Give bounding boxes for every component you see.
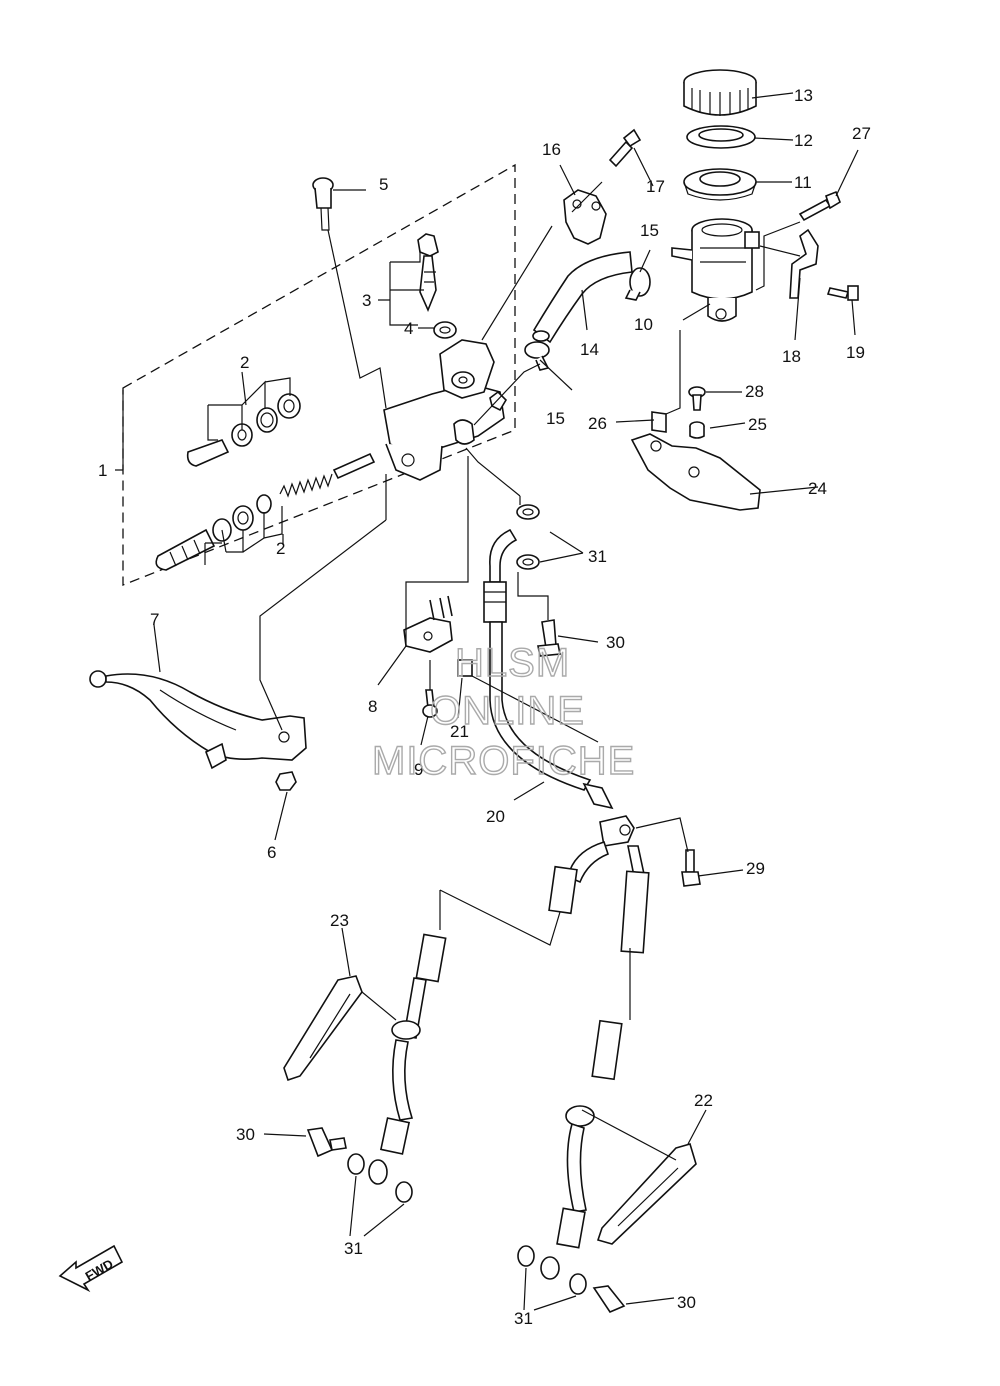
- callout-15-lower: 15: [546, 409, 565, 428]
- callout-29: 29: [746, 859, 765, 878]
- reservoir-stay[interactable]: [630, 433, 761, 511]
- callout-23: 23: [330, 911, 349, 930]
- callout-5: 5: [379, 175, 388, 194]
- callout-30-right: 30: [677, 1293, 696, 1312]
- callout-6: 6: [267, 843, 276, 862]
- bolt-29[interactable]: [681, 849, 701, 887]
- hose-holder[interactable]: [563, 189, 607, 245]
- brake-hose-left[interactable]: [368, 841, 609, 1185]
- brake-hose-right[interactable]: [540, 845, 650, 1280]
- piston-assembly[interactable]: [155, 528, 216, 571]
- collar-25[interactable]: [689, 421, 705, 439]
- union-bolt-lower-left[interactable]: [306, 1127, 347, 1158]
- callout-24: 24: [808, 479, 827, 498]
- watermark-line-3: MICROFICHE: [372, 739, 635, 783]
- hose-bracket-left[interactable]: [283, 975, 363, 1082]
- callout-4: 4: [404, 319, 413, 338]
- callout-14: 14: [580, 340, 599, 359]
- callout-labels: 1 2 2 3 4 5 6 7 8 9 10 11 12 13 14 15 15…: [98, 86, 871, 1328]
- watermark-line-2: ONLINE: [430, 689, 585, 733]
- seal-ring[interactable]: [256, 407, 278, 433]
- crush-washer-lower-right-a[interactable]: [517, 1245, 535, 1267]
- callout-19: 19: [846, 343, 865, 362]
- union-bolt-upper[interactable]: [537, 619, 561, 657]
- callout-12: 12: [794, 131, 813, 150]
- bolt-5[interactable]: [312, 177, 334, 231]
- callout-20: 20: [486, 807, 505, 826]
- callout-31-upper: 31: [588, 547, 607, 566]
- master-cylinder-body[interactable]: [383, 339, 508, 481]
- crush-washer-upper-b[interactable]: [516, 554, 540, 570]
- callout-9: 9: [414, 760, 423, 779]
- bolt-19[interactable]: [826, 285, 859, 301]
- spring-seat[interactable]: [256, 494, 272, 514]
- crush-washer-lower-left-a[interactable]: [347, 1153, 365, 1175]
- watermark-line-1: HLSM: [455, 641, 570, 685]
- callout-21: 21: [450, 722, 469, 741]
- screw-17[interactable]: [608, 128, 642, 168]
- secondary-cup[interactable]: [277, 393, 301, 419]
- callout-1: 1: [98, 461, 107, 480]
- reservoir-tank[interactable]: [671, 218, 760, 322]
- callout-3: 3: [362, 291, 371, 310]
- forward-arrow-icon: FWD: [58, 1244, 124, 1293]
- brake-lever[interactable]: [89, 670, 307, 770]
- crush-washer-lower-left-b[interactable]: [395, 1181, 413, 1203]
- watermark: HLSM ONLINE MICROFICHE: [371, 640, 635, 783]
- hose-clamp-upper[interactable]: [624, 267, 651, 301]
- callout-13: 13: [794, 86, 813, 105]
- crush-washer-upper-a[interactable]: [516, 504, 540, 520]
- callout-26: 26: [588, 414, 607, 433]
- callout-8: 8: [368, 697, 377, 716]
- callout-2-upper: 2: [240, 353, 249, 372]
- bolt-27[interactable]: [798, 190, 841, 222]
- callout-18: 18: [782, 347, 801, 366]
- diaphragm[interactable]: [683, 168, 757, 201]
- reservoir-cap[interactable]: [683, 69, 757, 116]
- callout-31-left: 31: [344, 1239, 363, 1258]
- callout-15-upper: 15: [640, 221, 659, 240]
- callout-27: 27: [852, 124, 871, 143]
- brake-hose-upper[interactable]: [483, 528, 614, 810]
- callout-30-left: 30: [236, 1125, 255, 1144]
- piston-seal-b[interactable]: [232, 505, 254, 531]
- hose-joint[interactable]: [599, 815, 635, 847]
- washer-4[interactable]: [433, 321, 457, 339]
- lever-nut[interactable]: [275, 771, 297, 791]
- callout-31-right: 31: [514, 1309, 533, 1328]
- reservoir-hose[interactable]: [532, 251, 633, 344]
- callout-28: 28: [745, 382, 764, 401]
- bleeder-screw[interactable]: [417, 233, 439, 313]
- hose-bracket-right[interactable]: [596, 1143, 697, 1245]
- screw-9[interactable]: [422, 689, 438, 718]
- return-spring[interactable]: [279, 473, 333, 498]
- hose-clamp-lower[interactable]: [524, 341, 550, 371]
- callout-17: 17: [646, 177, 665, 196]
- reservoir-bracket[interactable]: [789, 228, 819, 299]
- push-rod[interactable]: [332, 452, 376, 480]
- callout-16: 16: [542, 140, 561, 159]
- callout-10: 10: [634, 315, 653, 334]
- diaphragm-plate[interactable]: [686, 125, 756, 149]
- callout-11: 11: [794, 173, 812, 192]
- screw-28[interactable]: [688, 386, 706, 411]
- brake-light-switch[interactable]: [403, 595, 453, 653]
- small-bracket-26[interactable]: [651, 411, 667, 433]
- callout-25: 25: [748, 415, 767, 434]
- callout-2-lower: 2: [276, 539, 285, 558]
- callout-22: 22: [694, 1091, 713, 1110]
- hose-guide[interactable]: [457, 659, 599, 743]
- leader-lines: [115, 92, 859, 1311]
- crush-washer-lower-right-b[interactable]: [569, 1273, 587, 1295]
- assembly-dashed-outline: [122, 163, 516, 586]
- union-bolt-lower-right[interactable]: [592, 1285, 626, 1313]
- callout-30-upper: 30: [606, 633, 625, 652]
- piston-rod[interactable]: [186, 439, 230, 467]
- callout-7: 7: [150, 610, 159, 629]
